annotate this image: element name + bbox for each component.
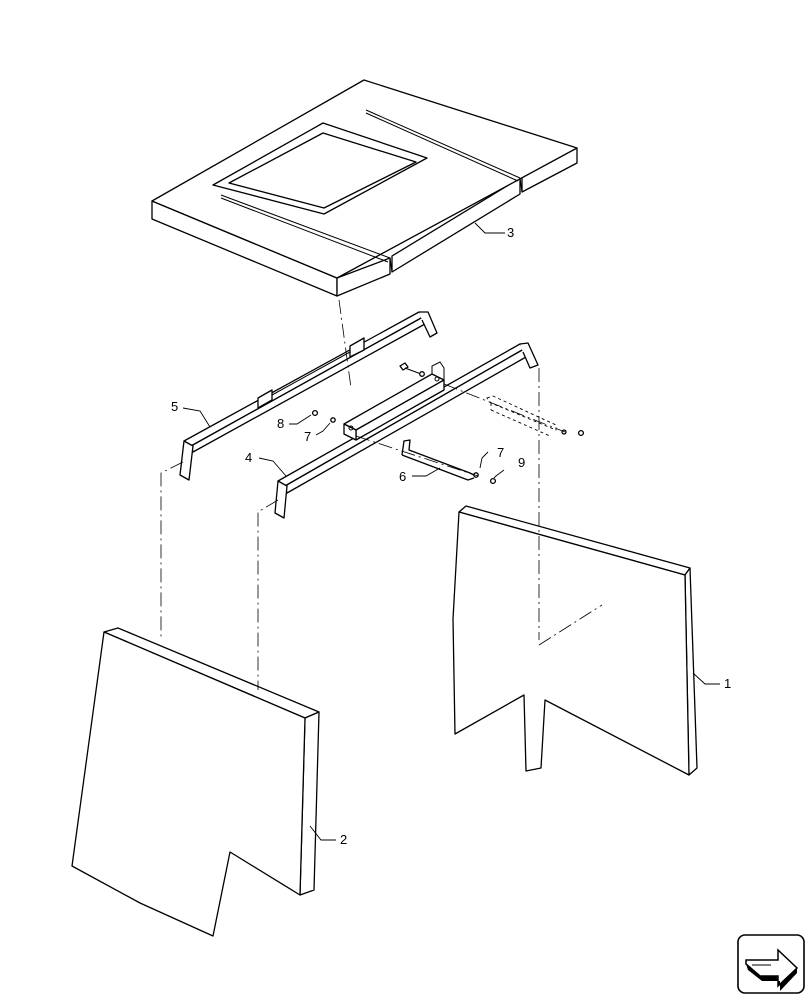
callout-5: 5 — [171, 399, 178, 414]
callout-7: 7 — [497, 445, 504, 460]
left-side-panel — [71, 627, 320, 937]
nut-icon — [577, 429, 585, 437]
callout-labels: 3 5 4 6 8 7 7 9 1 2 — [171, 225, 731, 847]
callout-7: 7 — [304, 429, 311, 444]
callout-9: 9 — [518, 455, 525, 470]
washer-icon — [330, 417, 336, 423]
right-side-panel — [452, 505, 698, 776]
callout-2: 2 — [340, 832, 347, 847]
callout-8: 8 — [277, 416, 284, 431]
callout-6: 6 — [399, 469, 406, 484]
front-bracket — [274, 342, 539, 519]
rear-bracket — [179, 311, 438, 481]
assembly-center-lines — [160, 299, 603, 690]
hidden-mounting-plate — [486, 395, 557, 437]
bolt-icon — [311, 409, 319, 417]
callout-4: 4 — [245, 450, 252, 465]
callout-1: 1 — [724, 676, 731, 691]
bolt-icon — [399, 362, 422, 375]
next-page-arrow-icon[interactable] — [737, 934, 805, 994]
nut-icon — [489, 477, 497, 485]
callout-leaders — [182, 222, 720, 841]
callout-3: 3 — [507, 225, 514, 240]
washer-icon — [419, 371, 425, 377]
clamp-bracket — [401, 439, 475, 481]
roof-panel — [151, 79, 578, 297]
hardware — [311, 362, 585, 485]
